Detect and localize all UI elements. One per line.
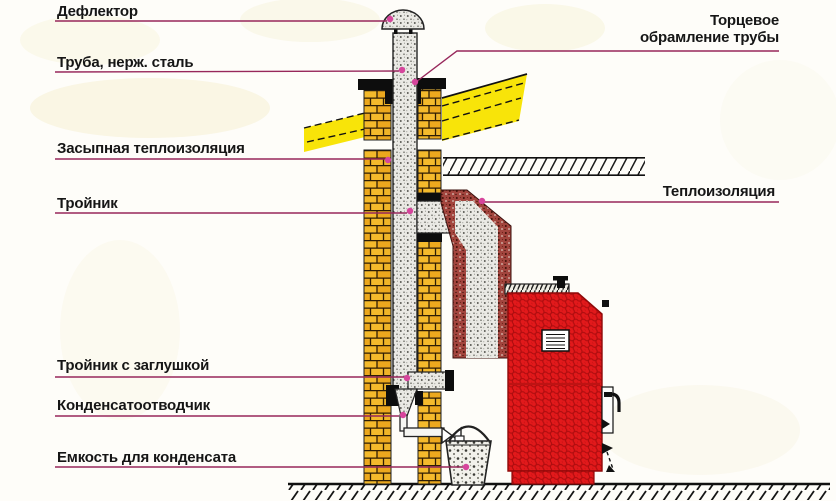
label-condensate-tank: Емкость для конденсата [57,449,237,466]
label-insulation: Теплоизоляция [662,183,775,200]
label-backfill-insulation: Засыпная теплоизоляция [57,140,245,157]
bucket-handle [448,425,490,442]
ground [288,482,830,500]
tee-capped-stub [407,370,454,391]
wall-penetration-frames [417,193,442,242]
boiler-side-fittings [601,300,621,472]
roof-right-slab [441,73,528,141]
label-pipe-steel: Труба, нерж. сталь [57,54,194,71]
boiler-base [511,470,595,485]
label-deflector: Дефлектор [57,3,138,20]
deflector-cap [381,9,425,34]
leader-markers [384,15,486,471]
boiler-vent-grille [541,329,570,352]
flue-elbow-insulated [416,189,512,359]
label-pipe-end-framing: Торцевое обрамление трубы [639,12,779,46]
chimney-right-column [417,88,442,485]
ceiling-hatch-band [443,157,645,176]
label-tee: Тройник [57,195,118,212]
label-condensate-trap: Конденсатоотводчик [57,397,210,414]
chimney-left-column [363,89,392,485]
leader-lines [54,20,779,468]
paper-stains [20,0,836,475]
label-tee-with-plug: Тройник с заглушкой [57,357,210,374]
leader-pipe [54,70,400,73]
roof-left-slab [303,112,366,152]
condensate-bucket [445,425,492,486]
boiler [504,276,621,485]
leader-end-framing [415,50,779,83]
